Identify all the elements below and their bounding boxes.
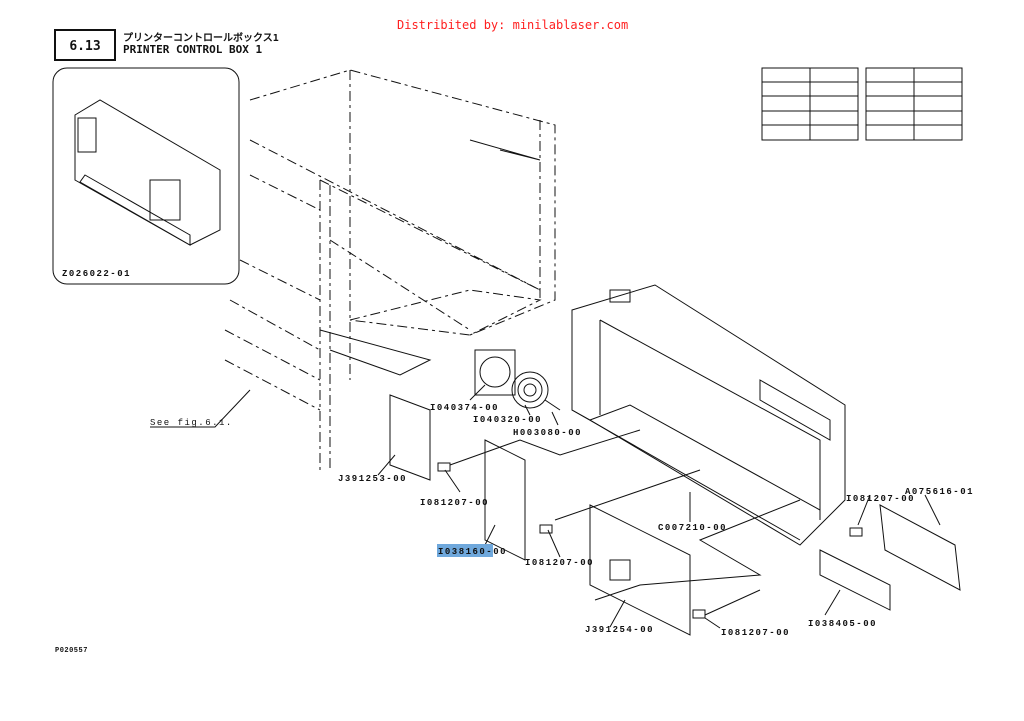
inset-overview: Z026022-01 xyxy=(52,67,240,285)
title-en: PRINTER CONTROL BOX 1 xyxy=(123,43,262,56)
part-label-cover[interactable]: A075616-01 xyxy=(905,487,974,497)
part-label-main-board[interactable]: J391254-00 xyxy=(585,625,654,635)
part-label-board-left[interactable]: J391253-00 xyxy=(338,474,407,484)
spacer xyxy=(437,462,451,472)
board-left xyxy=(389,394,431,481)
section-number-box xyxy=(54,29,116,61)
part-label-fan-guard[interactable]: I040320-00 xyxy=(473,415,542,425)
control-box xyxy=(571,284,846,546)
see-fig-link[interactable]: See fig.6.1. xyxy=(150,418,233,428)
part-label-power-board[interactable]: I038160-00 xyxy=(438,547,507,557)
selection-highlight xyxy=(437,544,493,557)
spacer xyxy=(692,609,706,619)
inset-label: Z026022-01 xyxy=(62,269,131,279)
power-board xyxy=(484,439,526,561)
footer-code: P020557 xyxy=(55,647,88,655)
part-label-box[interactable]: C007210-00 xyxy=(658,523,727,533)
part-label-spacer-1[interactable]: I081207-00 xyxy=(420,498,489,508)
section-number: 6.13 xyxy=(69,39,100,54)
main-board xyxy=(589,504,691,636)
spacer xyxy=(539,524,553,534)
part-label-relay-board[interactable]: I038405-00 xyxy=(808,619,877,629)
distributor-text: Distribited by: minilablaser.com xyxy=(397,18,628,32)
part-label-fan[interactable]: I040374-00 xyxy=(430,403,499,413)
part-label-spacer-2[interactable]: I081207-00 xyxy=(525,558,594,568)
revision-table-left xyxy=(761,67,859,141)
part-label-spacer-3[interactable]: I081207-00 xyxy=(846,494,915,504)
fan xyxy=(474,349,561,411)
printer-frame xyxy=(224,69,556,470)
relay-board xyxy=(819,549,891,611)
cover xyxy=(879,504,961,591)
part-label-screw[interactable]: H003080-00 xyxy=(513,428,582,438)
part-label-spacer-4[interactable]: I081207-00 xyxy=(721,628,790,638)
title-jp: プリンターコントロールボックス1 xyxy=(123,31,279,44)
spacer xyxy=(849,527,863,537)
revision-table-right xyxy=(865,67,963,141)
